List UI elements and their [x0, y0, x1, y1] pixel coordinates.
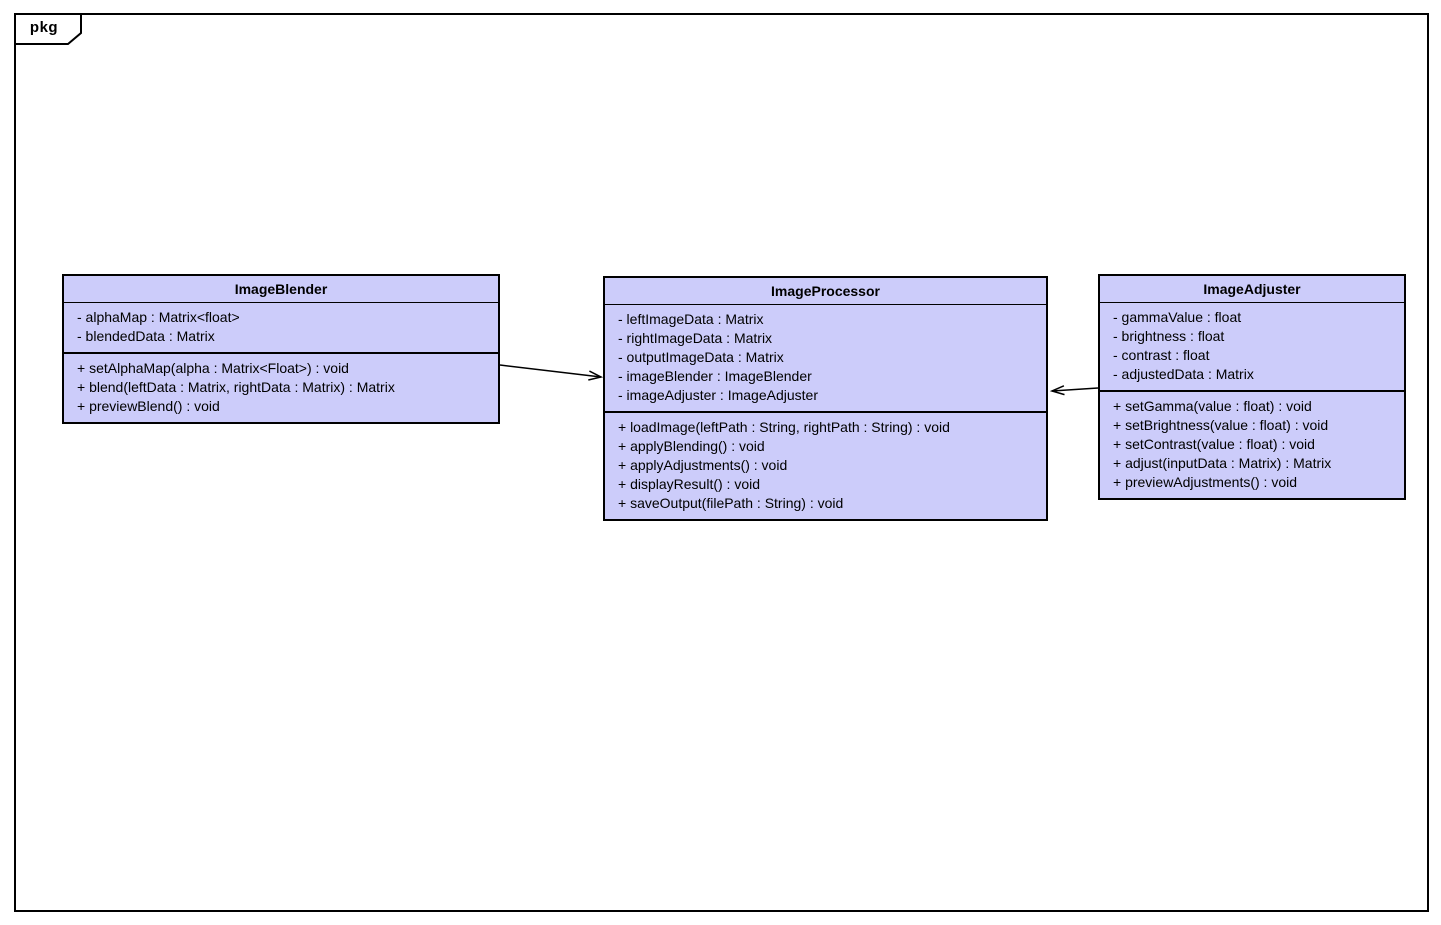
attribute-row: - alphaMap : Matrix<float> [77, 309, 240, 325]
methods-section: + loadImage(leftPath : String, rightPath… [605, 411, 1046, 519]
method-row: + setGamma(value : float) : void [1113, 398, 1312, 414]
attribute-row: - outputImageData : Matrix [618, 349, 784, 365]
attribute-row: - blendedData : Matrix [77, 328, 215, 344]
class-imageadjuster[interactable]: ImageAdjuster - gammaValue : float - bri… [1098, 274, 1406, 500]
attributes-section: - leftImageData : Matrix - rightImageDat… [605, 305, 1046, 411]
method-row: + setBrightness(value : float) : void [1113, 417, 1329, 433]
package-tab-label: pkg [29, 19, 59, 36]
class-title: ImageBlender [64, 276, 498, 303]
method-row: + loadImage(leftPath : String, rightPath… [618, 419, 950, 435]
attribute-row: - contrast : float [1113, 347, 1210, 363]
methods-section: + setAlphaMap(alpha : Matrix<Float>) : v… [64, 352, 498, 422]
method-row: + saveOutput(filePath : String) : void [618, 495, 844, 511]
attribute-row: - brightness : float [1113, 328, 1225, 344]
attribute-row: - rightImageData : Matrix [618, 330, 773, 346]
method-row: + adjust(inputData : Matrix) : Matrix [1113, 455, 1332, 471]
method-row: + previewBlend() : void [77, 398, 220, 414]
attribute-row: - imageBlender : ImageBlender [618, 368, 812, 384]
method-row: + applyAdjustments() : void [618, 457, 788, 473]
attribute-row: - adjustedData : Matrix [1113, 366, 1254, 382]
method-row: + setContrast(value : float) : void [1113, 436, 1315, 452]
attribute-row: - leftImageData : Matrix [618, 311, 764, 327]
class-title: ImageProcessor [605, 278, 1046, 305]
attribute-row: - imageAdjuster : ImageAdjuster [618, 387, 818, 403]
method-row: + blend(leftData : Matrix, rightData : M… [77, 379, 395, 395]
method-row: + displayResult() : void [618, 476, 761, 492]
class-title: ImageAdjuster [1100, 276, 1404, 303]
methods-section: + setGamma(value : float) : void + setBr… [1100, 390, 1404, 498]
class-imageprocessor[interactable]: ImageProcessor - leftImageData : Matrix … [603, 276, 1048, 521]
method-row: + applyBlending() : void [618, 438, 765, 454]
class-imageblender[interactable]: ImageBlender - alphaMap : Matrix<float> … [62, 274, 500, 424]
attribute-row: - gammaValue : float [1113, 309, 1242, 325]
attributes-section: - gammaValue : float - brightness : floa… [1100, 303, 1404, 390]
attributes-section: - alphaMap : Matrix<float> - blendedData… [64, 303, 498, 352]
method-row: + setAlphaMap(alpha : Matrix<Float>) : v… [77, 360, 349, 376]
method-row: + previewAdjustments() : void [1113, 474, 1298, 490]
